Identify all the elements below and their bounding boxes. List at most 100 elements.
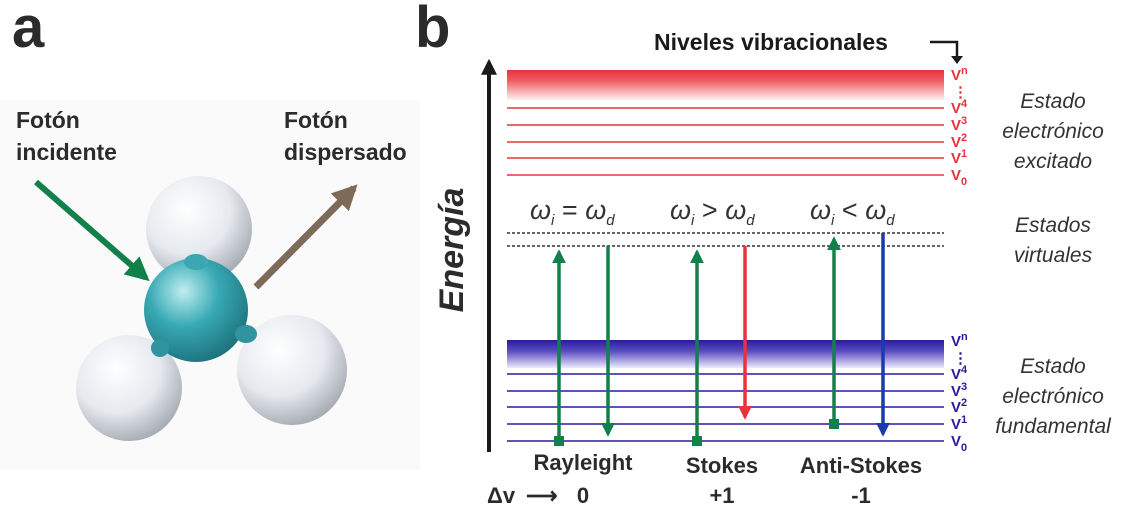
svg-text:V0: V0 (951, 167, 967, 188)
ground-state-line-2: electrónico (1002, 385, 1104, 408)
virtual-states-line-1: Estados (1015, 214, 1091, 237)
excited-label-v2-letter: V (951, 134, 961, 151)
svg-text:V3: V3 (951, 381, 967, 400)
delta-v-arrow: ⟶ (526, 483, 558, 508)
central-atom (144, 258, 248, 362)
excited-continuum-band (507, 70, 944, 100)
virtual-states-line-2: virtuales (1014, 244, 1093, 267)
incident-photon-label-2: incidente (16, 139, 117, 165)
ground-level-labels: Vn ⋮ V4 V3 V2 V1 V0 (951, 331, 968, 454)
excited-state-line-1: Estado (1020, 90, 1086, 113)
omega-symbol: ω (810, 195, 831, 225)
equal-sign (554, 195, 562, 225)
ground-label-v3-sub: 3 (961, 381, 967, 393)
svg-text:V4: V4 (951, 98, 968, 117)
excited-label-v4-letter: V (951, 100, 961, 117)
svg-text:V3: V3 (951, 115, 967, 134)
omega-symbol: ω (585, 195, 606, 225)
incident-photon-label-1: Fotón (16, 107, 80, 133)
ground-label-dots: ⋮ (953, 350, 968, 367)
process-rayleigh-label: Rayleight (533, 450, 633, 475)
excited-label-v1-sub: 1 (961, 148, 967, 160)
svg-text:V2: V2 (951, 132, 967, 151)
excited-label-v2-sub: 2 (961, 132, 967, 144)
svg-text:V2: V2 (951, 397, 967, 416)
delta-v-rayleigh: 0 (577, 483, 589, 508)
rayleigh-start-marker (554, 436, 564, 446)
bond-stub-right (235, 325, 257, 343)
less-symbol: < (842, 195, 858, 225)
subscript-d: d (746, 212, 755, 229)
panel-a-label: a (12, 0, 45, 60)
ground-continuum-band (507, 340, 944, 368)
relation-rayleigh: ωi = ωd (530, 195, 615, 229)
subscript-i: i (551, 212, 555, 229)
greater-symbol: > (702, 195, 718, 225)
excited-label-v1-letter: V (951, 150, 961, 167)
delta-v-anti-stokes: -1 (851, 483, 871, 508)
relation-stokes: ωi > ωd (670, 195, 755, 229)
subscript-i: i (831, 212, 835, 229)
excited-label-v0-sub: 0 (961, 176, 967, 188)
relation-anti-stokes: ωi < ωd (810, 195, 895, 229)
excited-level-labels: Vn ⋮ V4 V3 V2 V1 V0 (951, 65, 968, 188)
hydrogen-atom-right (237, 315, 347, 425)
vibrational-levels-label: Niveles vibracionales (654, 29, 888, 55)
molecule (0, 100, 420, 470)
subscript-d: d (606, 212, 615, 229)
ground-label-v1-letter: V (951, 416, 961, 433)
process-anti-stokes-label: Anti-Stokes (800, 453, 922, 478)
ground-label-v2-letter: V (951, 399, 961, 416)
omega-symbol: ω (530, 195, 551, 225)
bond-stub-top (184, 254, 208, 270)
ground-state-line-3: fundamental (995, 415, 1112, 438)
svg-text:V1: V1 (951, 148, 967, 167)
energy-axis-label: Energía (433, 188, 471, 313)
ground-label-vn-sub: n (961, 331, 968, 343)
excited-label-v3-letter: V (951, 117, 961, 134)
gt-space-2 (718, 195, 726, 225)
ground-label-v1-sub: 1 (961, 414, 967, 426)
scattered-photon-label-2: dispersado (284, 139, 407, 165)
svg-text:V4: V4 (951, 364, 968, 383)
ground-label-v4-sub: 4 (961, 364, 968, 376)
ground-state-line-1: Estado (1020, 355, 1086, 378)
vibrational-levels-pointer-head (951, 56, 963, 64)
excited-label-v0-letter: V (951, 167, 961, 184)
ground-label-v3-letter: V (951, 383, 961, 400)
excited-label-vn-letter: V (951, 67, 961, 84)
excited-state-line-2: electrónico (1002, 120, 1104, 143)
excited-label-v3-sub: 3 (961, 115, 967, 127)
bond-stub-left (151, 339, 169, 357)
scattered-photon-label-1: Fotón (284, 107, 348, 133)
svg-text:V0: V0 (951, 433, 967, 454)
process-stokes-label: Stokes (686, 453, 758, 478)
excited-state-line-3: excitado (1014, 150, 1093, 173)
incident-photon-arrow (34, 179, 150, 282)
subscript-i: i (691, 212, 695, 229)
lt-space-2 (858, 195, 866, 225)
frequency-relations: ωi = ωd ωi > ωd ωi < ωd (530, 195, 895, 229)
lt-space (834, 195, 842, 225)
stokes-transitions (690, 246, 752, 446)
delta-v-stokes: +1 (709, 483, 734, 508)
excited-label-v4-sub: 4 (961, 98, 968, 110)
svg-text:Vn: Vn (951, 65, 968, 84)
ground-label-v0-letter: V (951, 433, 961, 450)
hydrogen-atom-left (76, 335, 182, 441)
excited-label-vn-sub: n (961, 65, 968, 77)
excited-state-levels (507, 70, 944, 176)
subscript-d: d (886, 212, 895, 229)
anti-stokes-transitions (827, 233, 890, 437)
hydrogen-atom-top (146, 176, 252, 282)
scattered-photon-arrow (253, 184, 358, 290)
svg-text:Vn: Vn (951, 331, 968, 350)
ground-label-vn-letter: V (951, 333, 961, 350)
svg-text:V1: V1 (951, 414, 967, 433)
state-descriptions: Estado electrónico excitado Estados virt… (995, 90, 1112, 438)
ground-label-v0-sub: 0 (961, 442, 967, 454)
stokes-start-marker (692, 436, 702, 446)
delta-v-row: Δv ⟶ 0 +1 -1 (487, 483, 871, 508)
omega-symbol: ω (725, 195, 746, 225)
